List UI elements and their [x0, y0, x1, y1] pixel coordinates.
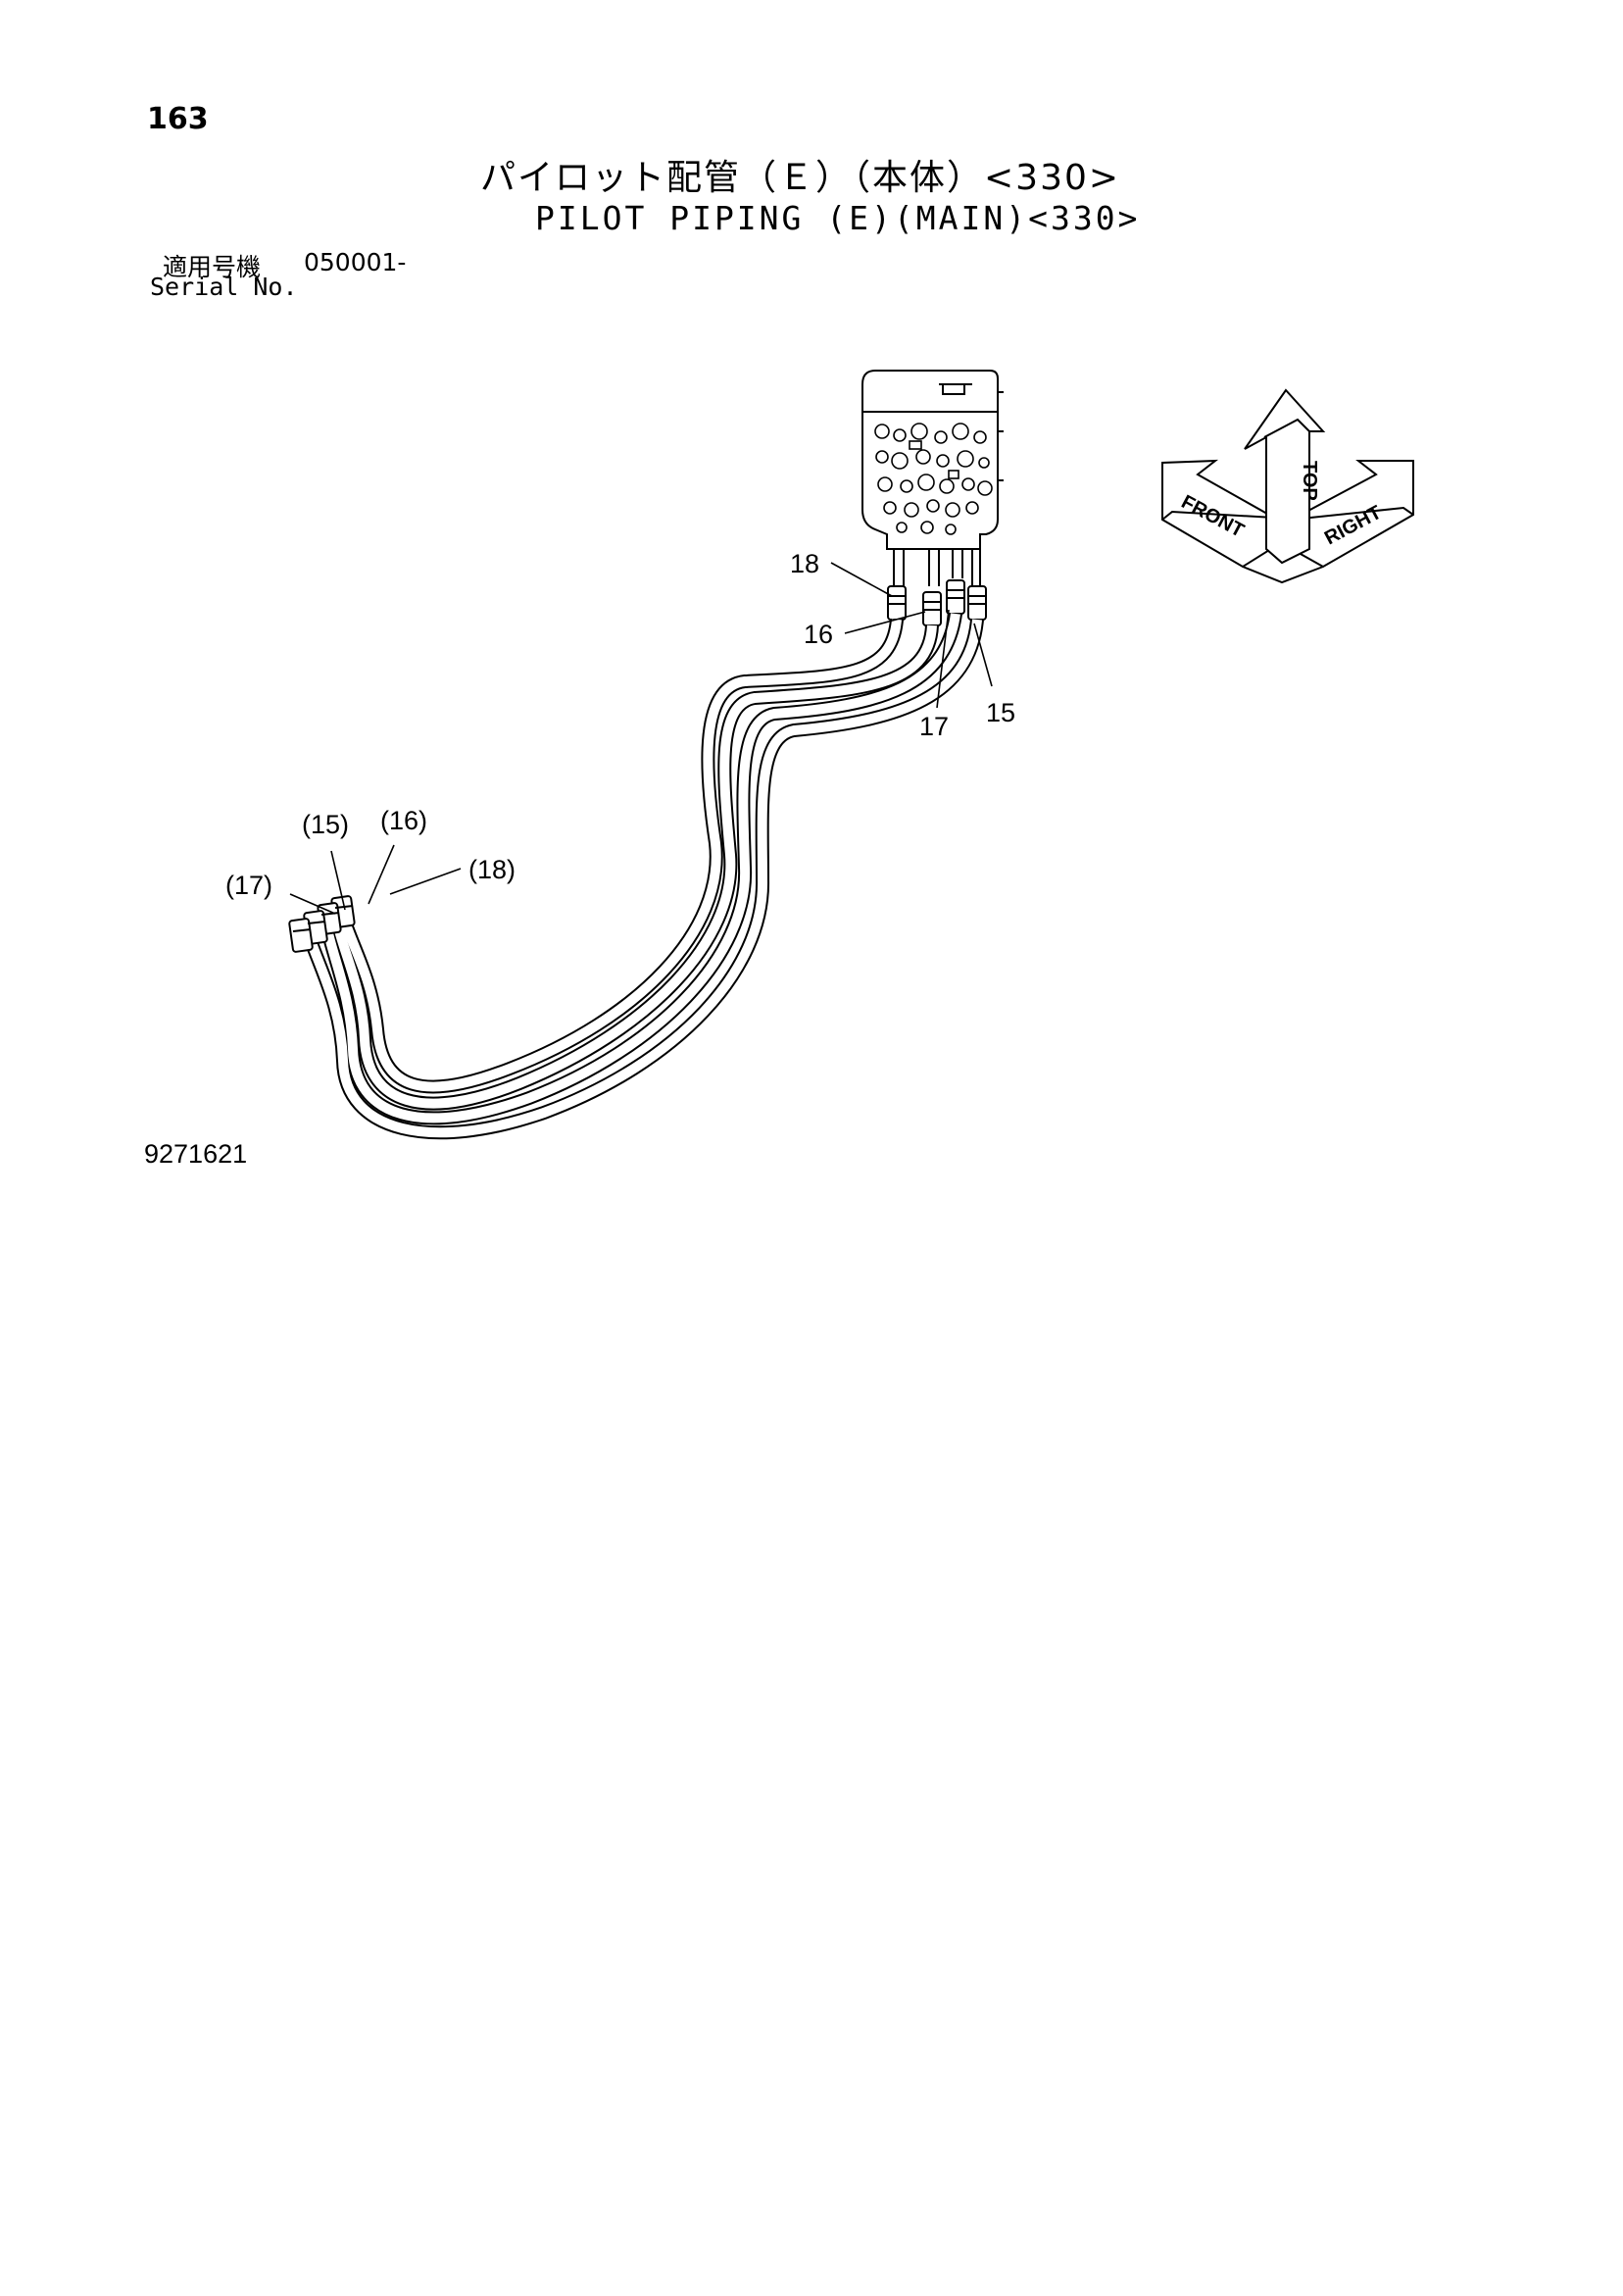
top-arrow-icon	[1244, 388, 1326, 565]
callout-17: 17	[919, 712, 949, 741]
callout-15-paren: (15)	[302, 810, 349, 839]
callout-15: 15	[986, 698, 1015, 727]
lower-hose-fittings	[288, 895, 356, 953]
callout-16-paren: (16)	[380, 806, 427, 835]
callout-17-paren: (17)	[225, 871, 272, 900]
title-english: PILOT PIPING (E)(MAIN)<330>	[535, 199, 1141, 237]
page-number: 163	[147, 102, 209, 136]
serial-number-value: 050001-	[304, 248, 407, 276]
serial-label-english: Serial No.	[150, 273, 298, 301]
title-japanese: パイロット配管（Ｅ）（本体）<330>	[480, 158, 1121, 198]
callout-16: 16	[804, 620, 833, 649]
serial-label-japanese: 適用号機	[163, 253, 262, 281]
callout-18-paren: (18)	[468, 855, 516, 884]
orientation-label-top: TOP	[1299, 461, 1320, 501]
callout-leader-lines	[289, 562, 993, 915]
drawing-number: 9271621	[144, 1139, 248, 1169]
pilot-hoses	[305, 612, 984, 1140]
callout-18: 18	[790, 549, 819, 578]
upper-hose-fittings	[887, 579, 987, 626]
valve-ports	[874, 423, 993, 535]
orientation-indicator	[1161, 388, 1414, 584]
pilot-valve-block	[861, 370, 1004, 586]
